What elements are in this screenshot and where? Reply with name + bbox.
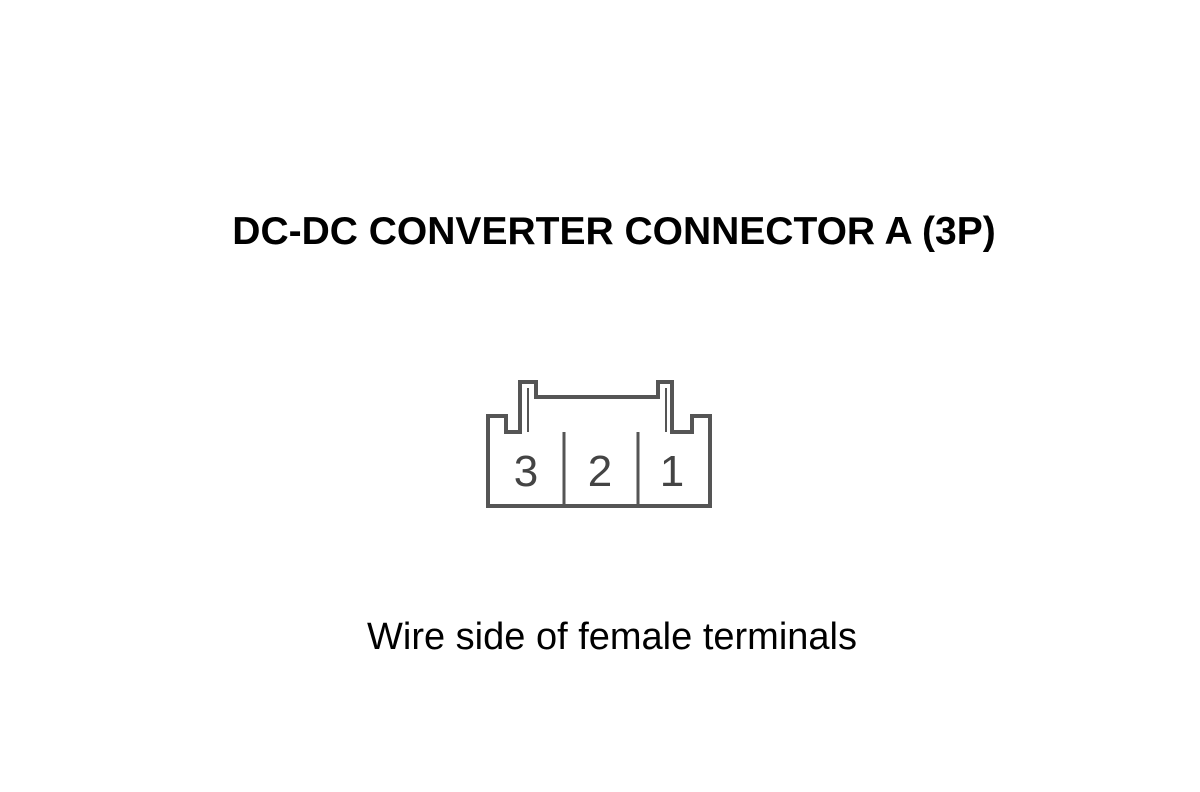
connector-title: DC-DC CONVERTER CONNECTOR A (3P): [232, 210, 996, 253]
terminal-label-1: 1: [660, 447, 684, 496]
connector-housing: [486, 380, 712, 508]
connector-diagram: 3 2 1: [486, 380, 712, 508]
connector-caption: Wire side of female terminals: [367, 616, 857, 658]
terminal-label-3: 3: [514, 447, 538, 496]
terminal-label-2: 2: [588, 447, 612, 496]
